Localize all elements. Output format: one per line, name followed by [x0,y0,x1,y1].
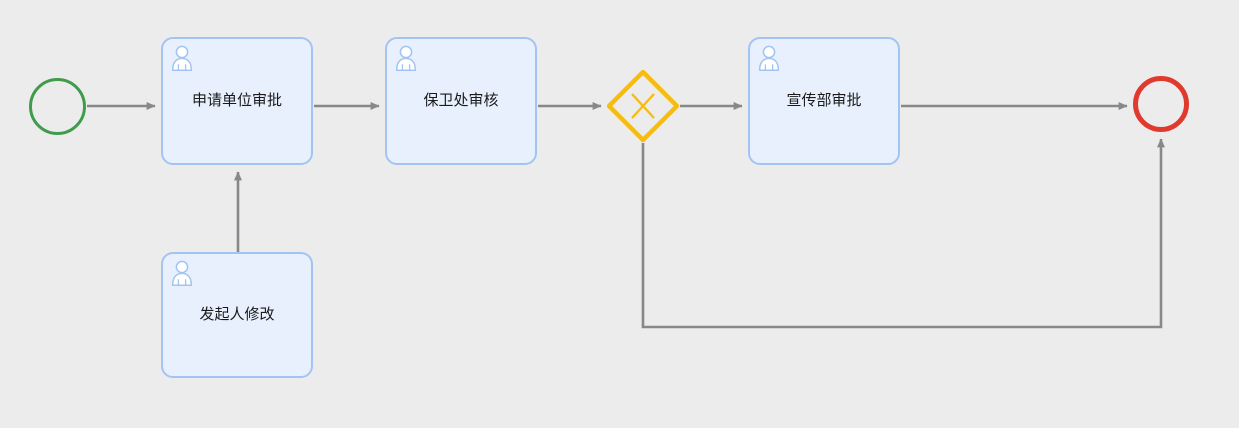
task-label: 发起人修改 [199,306,275,324]
user-icon [395,45,417,71]
task-apply-unit-approval[interactable]: 申请单位审批 [161,37,313,165]
task-security-office-review[interactable]: 保卫处审核 [385,37,537,165]
user-icon [171,45,193,71]
edge-gateway-loop-to-end [641,138,1165,329]
user-icon [758,45,780,71]
gateway-diamond-icon [605,68,681,144]
end-event[interactable] [1133,76,1189,132]
task-label: 申请单位审批 [191,92,282,110]
exclusive-gateway[interactable] [605,68,681,144]
user-icon [171,260,193,286]
task-label: 宣传部审批 [786,92,862,110]
task-initiator-modify[interactable]: 发起人修改 [161,252,313,378]
start-event[interactable] [29,78,86,135]
task-label: 保卫处审核 [423,92,499,110]
task-publicity-dept-approval[interactable]: 宣传部审批 [748,37,900,165]
